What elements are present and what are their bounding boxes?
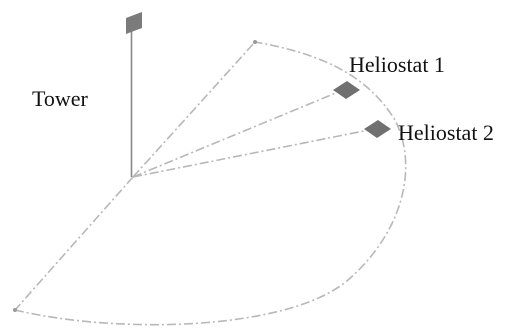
top-endpoint-dot: [253, 40, 257, 44]
ray-to-heliostat-1: [132, 89, 344, 178]
heliostat-1-mirror: [333, 81, 360, 99]
field-boundary-arc: [14, 41, 407, 326]
tower-label: Tower: [32, 86, 88, 111]
ray-to-top-point: [132, 41, 256, 178]
ray-to-left-point: [14, 176, 134, 311]
tower-receiver-flag: [126, 12, 142, 34]
heliostat-1-label: Heliostat 1: [349, 52, 445, 77]
heliostat-2-label: Heliostat 2: [398, 120, 494, 145]
left-endpoint-dot: [13, 308, 17, 312]
heliostat-2-mirror: [364, 120, 391, 138]
ray-to-heliostat-2: [132, 128, 375, 178]
